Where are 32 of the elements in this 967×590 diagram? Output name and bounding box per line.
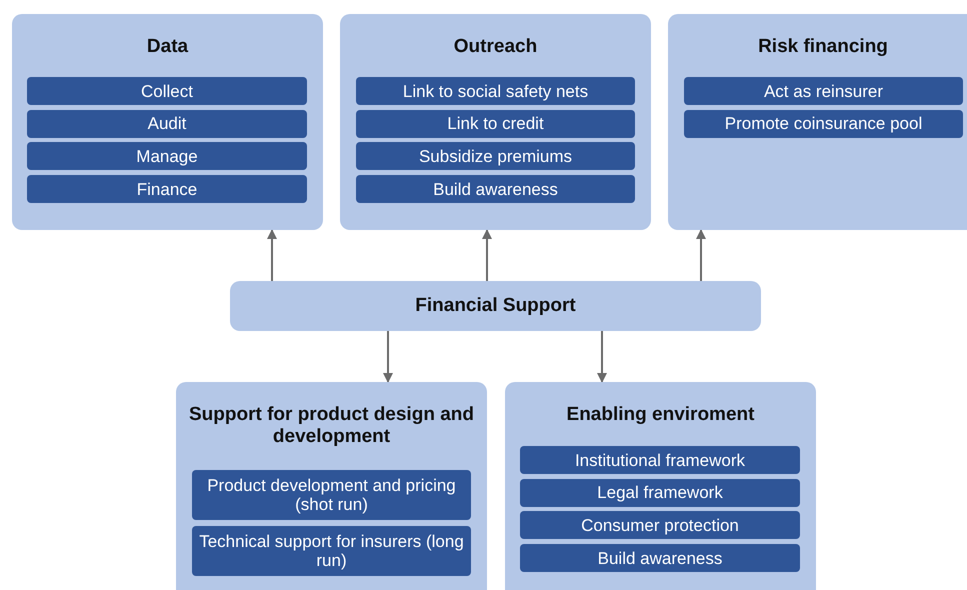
panel-title: Support for product design and development bbox=[188, 404, 475, 448]
list-item: Legal framework bbox=[520, 478, 800, 507]
category-panel bbox=[176, 382, 487, 590]
category-panel bbox=[340, 14, 651, 230]
list-item: Collect bbox=[27, 77, 307, 105]
panel-title: Risk financing bbox=[757, 36, 889, 58]
arrow bbox=[696, 229, 706, 281]
category-panel bbox=[668, 14, 967, 230]
panel-title: Outreach bbox=[452, 36, 538, 58]
list-item: Audit bbox=[27, 110, 307, 138]
panel-title: Enabling enviroment bbox=[566, 404, 756, 426]
list-item: Finance bbox=[27, 175, 307, 204]
list-item: Act as reinsurer bbox=[684, 77, 963, 105]
arrow bbox=[383, 331, 393, 383]
arrow bbox=[482, 229, 492, 281]
list-item: Technical support for insurers (long run) bbox=[192, 526, 471, 576]
arrow bbox=[267, 229, 277, 281]
list-item: Consumer protection bbox=[520, 511, 800, 540]
hub-box: Financial Support bbox=[230, 281, 761, 331]
list-item: Build awareness bbox=[520, 544, 800, 572]
category-panel bbox=[505, 382, 816, 590]
list-item: Build awareness bbox=[356, 175, 635, 204]
arrow bbox=[597, 331, 607, 383]
category-panel bbox=[12, 14, 323, 230]
panel-title: Data bbox=[146, 36, 190, 58]
list-item: Promote coinsurance pool bbox=[684, 110, 963, 138]
list-item: Subsidize premiums bbox=[356, 142, 635, 170]
list-item: Product development and pricing (shot run) bbox=[192, 470, 471, 520]
list-item: Manage bbox=[27, 142, 307, 170]
list-item: Link to social safety nets bbox=[356, 77, 635, 105]
list-item: Link to credit bbox=[356, 110, 635, 138]
list-item: Institutional framework bbox=[520, 446, 800, 474]
